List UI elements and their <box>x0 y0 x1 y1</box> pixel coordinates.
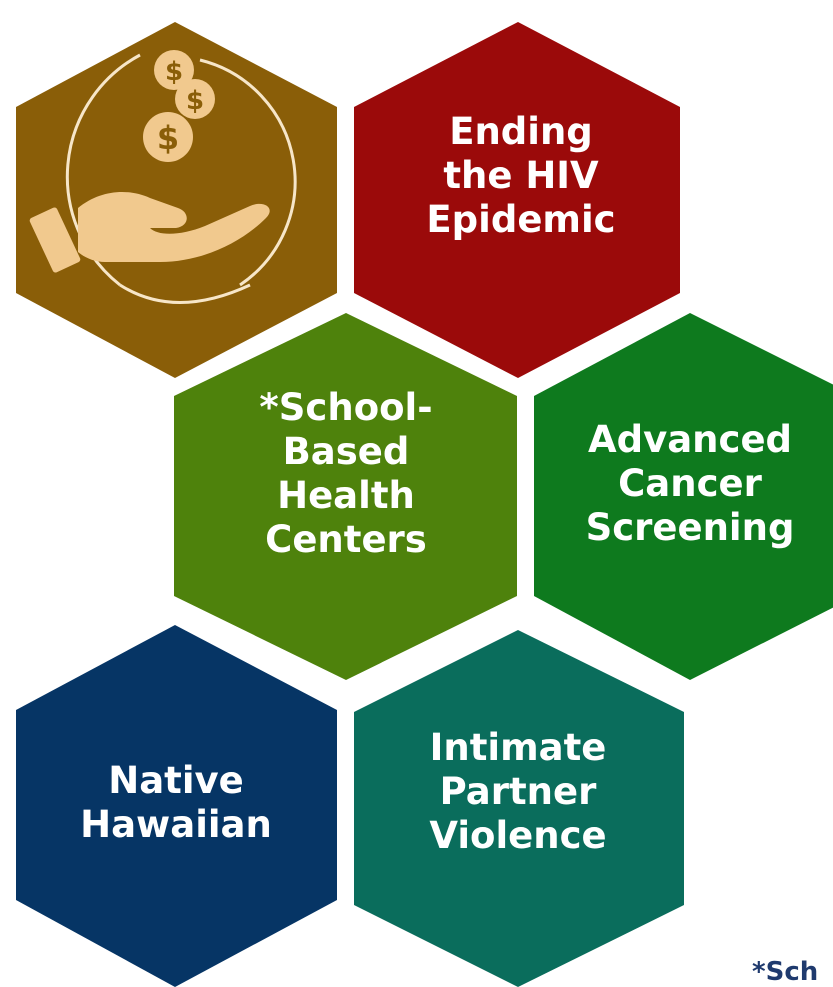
footnote: *Sch <box>752 957 818 987</box>
hexagon-hiv-label-line: Ending <box>449 110 593 153</box>
svg-text:$: $ <box>165 57 183 87</box>
hexagon-hiv-shape <box>354 22 680 378</box>
hexagon-hiv-label-line: Epidemic <box>426 198 615 241</box>
hexagon-school-label-line: Based <box>283 430 410 473</box>
hexagon-hawaiian-label-line: Hawaiian <box>80 803 272 846</box>
hexagon-funding-shape <box>16 22 337 378</box>
hexagon-school-label-line: *School- <box>259 386 432 429</box>
svg-text:$: $ <box>157 119 179 157</box>
hexagon-school-label-line: Health <box>277 474 415 517</box>
hexagon-school-shape <box>174 313 517 680</box>
svg-text:$: $ <box>186 86 204 116</box>
hexagon-ipv-label-line: Violence <box>429 814 606 857</box>
hexagon-ipv-label-line: Intimate <box>430 726 607 769</box>
hand-with-dollar-coins-icon: $ $ $ <box>29 50 297 304</box>
hexagon-school-label-line: Centers <box>265 518 427 561</box>
hexagon-cancer-shape <box>534 313 833 680</box>
hexagon-hawaiian-label-line: Native <box>108 759 244 802</box>
hexagon-cancer-label-line: Screening <box>586 506 795 549</box>
hexagon-hawaiian-shape <box>16 625 337 987</box>
hexagon-ipv-label-line: Partner <box>440 770 597 813</box>
hexagon-ipv-shape <box>354 630 684 987</box>
hexagon-hiv-label-line: the HIV <box>443 154 599 197</box>
hexagon-cancer-label-line: Cancer <box>618 462 762 505</box>
hexagon-cancer-label-line: Advanced <box>588 418 792 461</box>
hexagon-funding: $ $ $ <box>16 22 337 378</box>
